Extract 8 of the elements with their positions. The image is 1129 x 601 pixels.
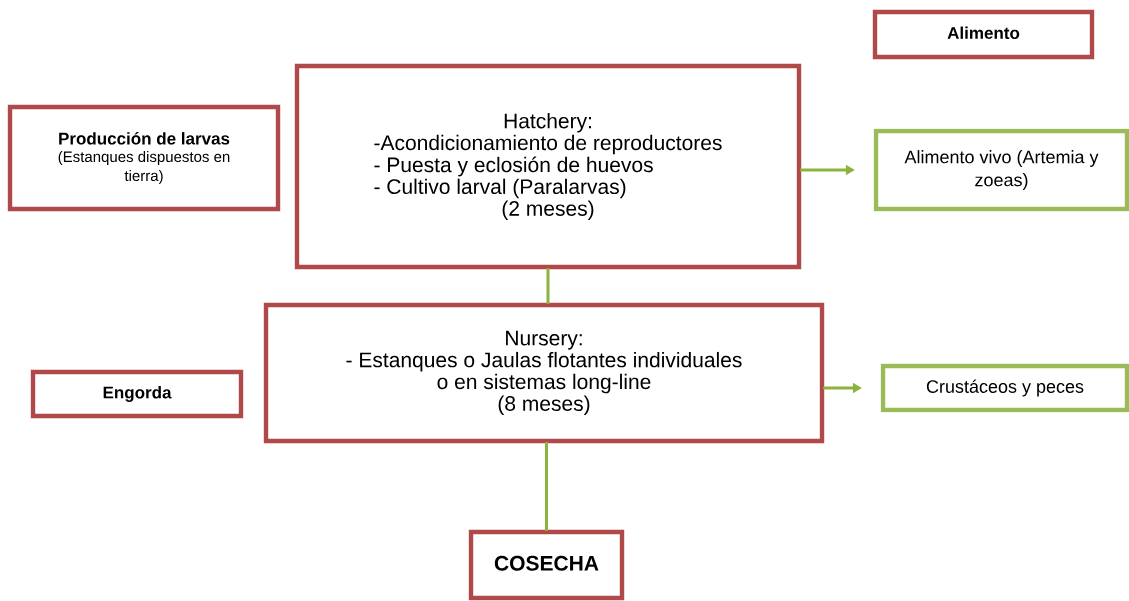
stage-box: Producción de larvas (Estanques dispuestos en tierra): [7, 104, 281, 212]
stage-box: Engorda: [30, 369, 244, 419]
label-box: Alimento: [872, 9, 1095, 60]
process-box: Nursery: - Estanques o Jaulas flotantes individuales o en sistemas long-line (8 meses): [263, 302, 825, 444]
food-box: Crustáceos y peces: [880, 363, 1129, 413]
harvest-box: COSECHA: [468, 529, 625, 601]
process-box: Hatchery: -Acondicionamiento de reproductores - Puesta y eclosión de huevos - Cultivo larval (Paralarvas) (2 meses): [294, 63, 802, 270]
food-box: Alimento vivo (Artemia y zoeas): [873, 128, 1129, 212]
